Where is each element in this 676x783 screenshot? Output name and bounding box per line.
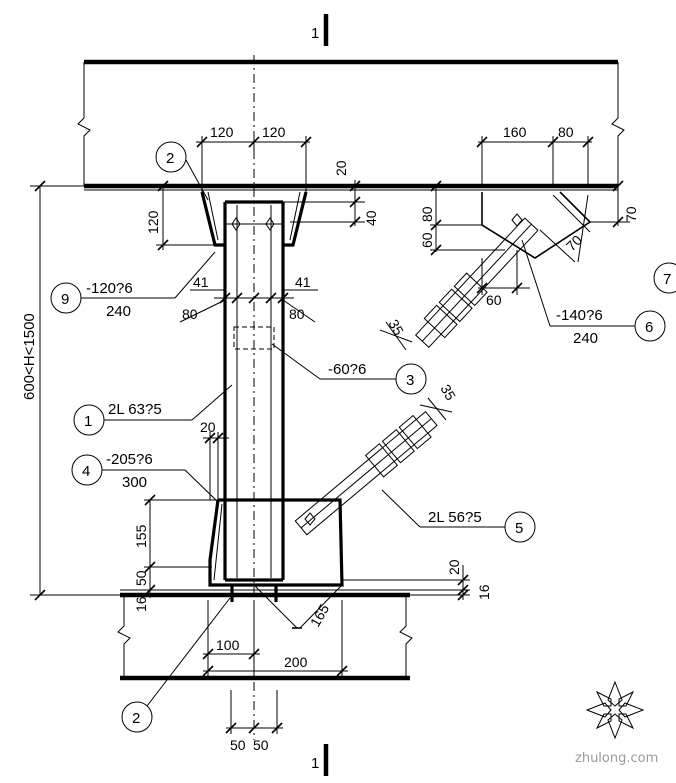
lower-diagonal-bolt: [304, 512, 316, 526]
dim-label: 16: [476, 584, 492, 600]
dim-label: 100: [216, 637, 240, 653]
section-mark-top: 1: [311, 14, 329, 46]
svg-text:2: 2: [132, 710, 140, 727]
dim-label: 35: [437, 382, 459, 404]
svg-text:5: 5: [515, 520, 523, 537]
watermark-logo: [585, 680, 645, 740]
dim-label: 40: [363, 210, 379, 226]
callout-2-top: 2: [155, 141, 209, 201]
dim-label: 20: [333, 160, 349, 176]
filler-plate-3: [233, 326, 275, 350]
dim-label: 120: [262, 124, 286, 140]
callout-6: 6 -140?6 240: [521, 239, 666, 347]
callout-1: 1 2L 63?5: [73, 384, 233, 436]
callout-6-length: 240: [573, 330, 598, 347]
dim-label: 80: [419, 206, 435, 222]
dim-column-offsets: 41 41 80 80: [179, 260, 318, 323]
dim-bottom-right: 20 16: [342, 559, 492, 601]
svg-text:6: 6: [645, 319, 653, 336]
dim-bottom-left: 155 50 16: [133, 494, 218, 612]
dim-165: 165: [253, 584, 343, 630]
upper-right-gusset: [481, 191, 592, 259]
dim-column-top: 20 40: [283, 160, 379, 228]
dim-gusset-height: 120: [145, 180, 215, 251]
dim-top-right: 160 80: [476, 124, 594, 186]
svg-text:4: 4: [82, 463, 90, 480]
dim-label: 120: [210, 124, 234, 140]
dim-upper-right-gusset: 80 60: [419, 180, 505, 256]
dim-label: 50: [133, 570, 149, 586]
dim-bottom-gusset-20: 20: [200, 419, 229, 500]
bottom-gusset-plate: [208, 498, 344, 602]
callout-6-spec: -140?6: [556, 307, 603, 324]
svg-text:9: 9: [61, 291, 69, 308]
callout-9: 9 -120?6 240: [50, 251, 216, 320]
dim-bottom-plate: 100 200: [202, 600, 348, 677]
dim-label: 41: [295, 274, 311, 290]
dim-label: 80: [289, 306, 305, 322]
dim-label: 35: [385, 317, 407, 339]
dim-label: 20: [446, 559, 462, 575]
svg-text:3: 3: [406, 372, 414, 389]
lower-diagonal-member: [294, 410, 438, 536]
top-chord: [77, 59, 625, 191]
dim-label: 50: [230, 737, 246, 753]
section-mark-bottom: 1: [311, 744, 329, 776]
callout-9-length: 240: [106, 303, 131, 320]
dim-height: 600<H<1500: [21, 180, 120, 601]
dim-label: 20: [200, 419, 216, 435]
dim-label: 60: [419, 232, 435, 248]
dim-label: 120: [145, 210, 161, 234]
dim-label: 200: [284, 654, 308, 670]
callout-4: 4 -205?6 300: [71, 451, 219, 503]
dim-label: 50: [253, 737, 269, 753]
section-mark-top-label: 1: [311, 25, 319, 42]
svg-text:2: 2: [166, 150, 174, 167]
callout-4-length: 300: [122, 474, 147, 491]
dim-right-70: 70: [590, 180, 639, 228]
dim-label: 41: [193, 274, 209, 290]
dim-bolt-spacing: 50 50: [225, 690, 283, 753]
watermark-text: zhulong.com: [575, 751, 658, 766]
callout-3: 3 -60?6: [271, 343, 427, 395]
dim-upper-diag-35: 35: [379, 317, 413, 351]
dim-label: 155: [133, 524, 149, 548]
dim-height-label: 600<H<1500: [21, 313, 38, 400]
section-mark-bottom-label: 1: [311, 755, 319, 772]
callout-5: 5 2L 56?5: [381, 489, 536, 543]
dim-label: 165: [307, 601, 333, 629]
dim-label: 70: [623, 206, 639, 222]
callout-4-spec: -205?6: [106, 451, 153, 468]
dim-label: 80: [182, 306, 198, 322]
svg-text:7: 7: [663, 271, 671, 288]
dim-diagonal-70: 70: [539, 194, 591, 263]
callout-3-spec: -60?6: [328, 361, 366, 378]
dim-gusset-60: 60: [476, 250, 530, 308]
callout-7: 7: [653, 262, 676, 294]
dim-label: 80: [558, 124, 574, 140]
dim-label: 160: [503, 124, 527, 140]
dim-lower-diag-35: 35: [419, 382, 459, 421]
callout-2-bottom: 2: [121, 597, 231, 733]
dim-label: 16: [133, 596, 149, 612]
callout-9-spec: -120?6: [86, 280, 133, 297]
top-gusset-plate: [200, 191, 308, 247]
svg-text:1: 1: [84, 413, 92, 430]
dim-top-gusset: 120 120: [196, 124, 312, 192]
dim-label: 60: [486, 292, 502, 308]
callout-1-spec: 2L 63?5: [108, 401, 162, 418]
callout-5-spec: 2L 56?5: [428, 509, 482, 526]
